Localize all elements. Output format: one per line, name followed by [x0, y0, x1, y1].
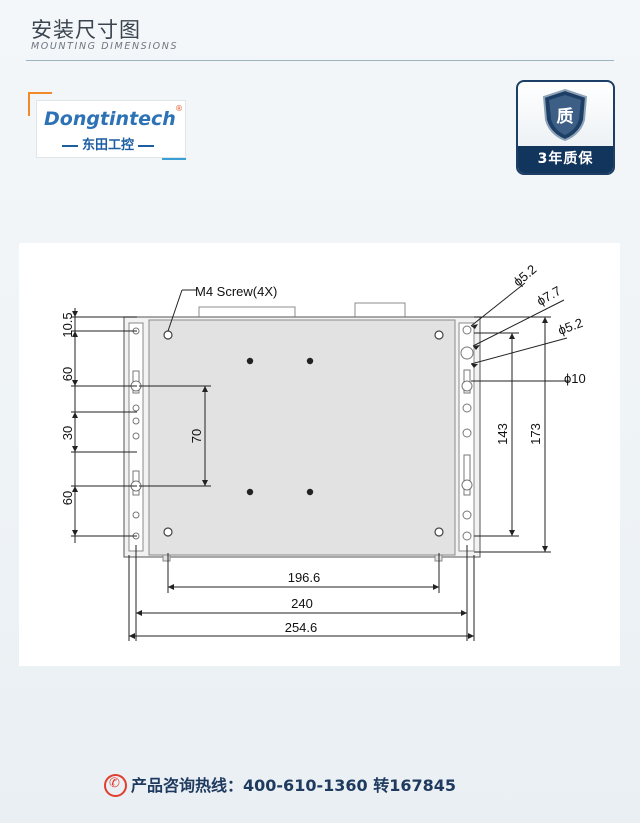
hole-label-4: ϕ10 — [564, 371, 586, 386]
hotline-number[interactable]: 400-610-1360 — [243, 776, 368, 795]
vesa-hole — [246, 488, 254, 496]
hole-label-3: ϕ5.2 — [556, 315, 585, 338]
right-hole — [462, 325, 472, 335]
logo-registered-mark: ® — [175, 104, 183, 113]
bottom-tab — [162, 554, 171, 562]
hole-label-1: ϕ5.2 — [510, 262, 539, 290]
device-body — [148, 319, 456, 556]
dim-inner-70: 70 — [189, 429, 204, 443]
vesa-hole — [306, 357, 314, 365]
hotline-label: 产品咨询热线： — [131, 776, 244, 795]
left-hole — [132, 432, 140, 440]
hotline-extension: 转167845 — [373, 776, 457, 795]
left-hole — [132, 417, 140, 425]
right-hole — [462, 510, 472, 520]
screw-label: M4 Screw(4X) — [195, 284, 277, 299]
page-subtitle: MOUNTING DIMENSIONS — [31, 41, 179, 52]
logo-corner-orange — [28, 92, 52, 116]
connector-block-1 — [198, 306, 296, 318]
mounting-diagram: M4 Screw(4X) 10.5 60 30 60 70 143 173 ϕ5… — [60, 262, 586, 641]
left-hole — [132, 511, 140, 519]
right-hole — [460, 346, 474, 360]
warranty-label: 3年质保 — [518, 146, 613, 173]
m4-screw — [434, 330, 444, 340]
hole-label-2: ϕ7.7 — [534, 283, 563, 309]
right-keyhole — [461, 380, 473, 392]
vesa-hole — [246, 357, 254, 365]
warranty-badge: 质 3年质保 — [516, 80, 615, 175]
dim-left-2: 60 — [60, 367, 75, 381]
header-divider — [26, 60, 614, 61]
logo-chinese-text: 东田工控 — [44, 134, 172, 153]
shield-icon: 质 — [542, 88, 588, 142]
right-hole — [462, 531, 472, 541]
right-keyhole — [461, 479, 473, 491]
dim-right-143: 143 — [495, 423, 510, 445]
brand-logo: Dongtintech ® 东田工控 — [28, 92, 186, 160]
dim-left-3: 30 — [60, 426, 75, 440]
dim-left-4: 60 — [60, 491, 75, 505]
logo-brand-text: Dongtintech — [44, 108, 176, 130]
m4-screw — [163, 330, 173, 340]
diagram-panel: M4 Screw(4X) 10.5 60 30 60 70 143 173 ϕ5… — [19, 243, 620, 666]
phone-icon — [104, 774, 127, 797]
dim-bottom-240: 240 — [291, 596, 313, 611]
badge-icon-char: 质 — [557, 107, 574, 126]
dim-right-173: 173 — [528, 423, 543, 445]
page-title: 安装尺寸图 — [31, 18, 141, 42]
hotline: 产品咨询热线：400-610-1360 转167845 — [104, 772, 554, 798]
left-hole — [132, 404, 140, 412]
vesa-hole — [306, 488, 314, 496]
dim-left-1: 10.5 — [60, 312, 75, 337]
connector-block-2 — [354, 302, 406, 318]
m4-screw — [163, 527, 173, 537]
right-hole — [462, 403, 472, 413]
right-hole — [462, 428, 472, 438]
dim-bottom-196: 196.6 — [288, 570, 321, 585]
dim-bottom-254: 254.6 — [285, 620, 318, 635]
m4-screw — [434, 527, 444, 537]
